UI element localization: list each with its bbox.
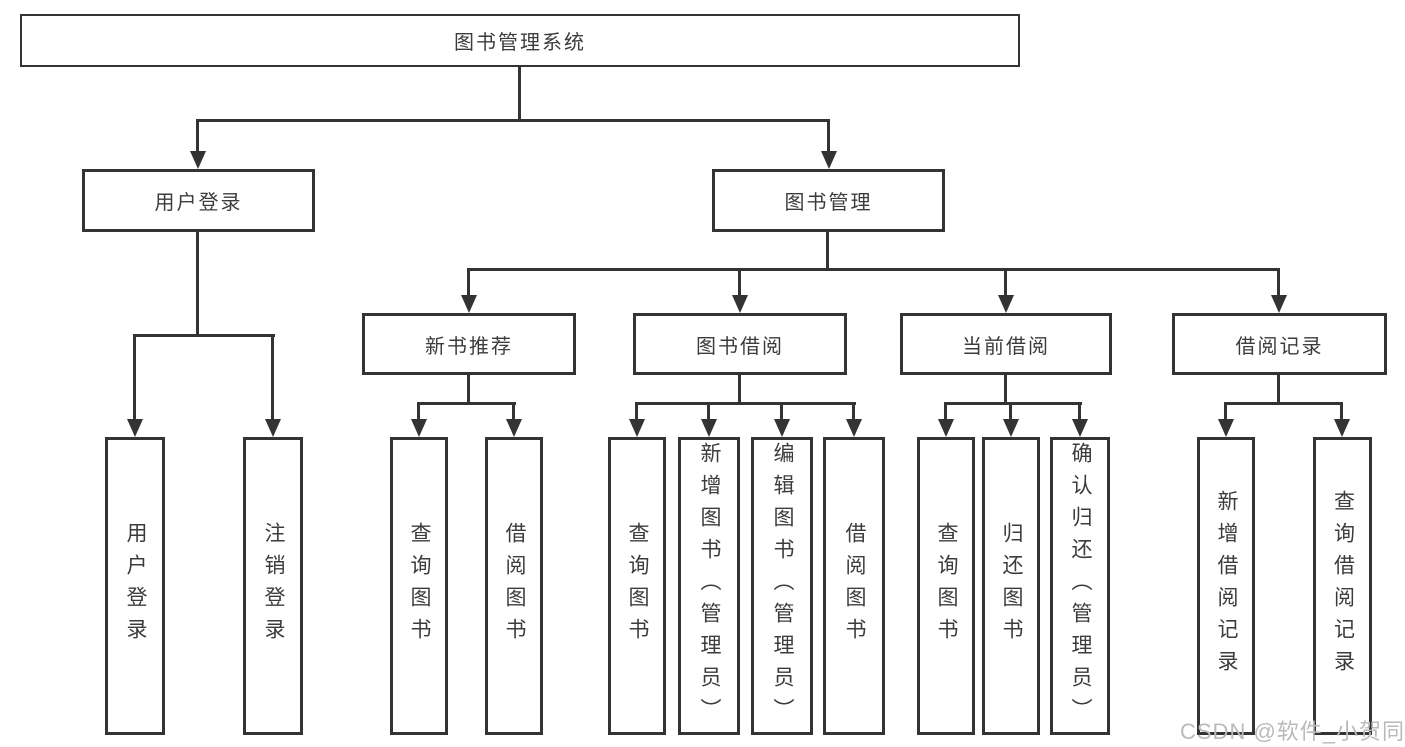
leaf-borrow-books: 借阅图书 <box>823 437 885 735</box>
connector-to-book-borrow <box>738 268 741 296</box>
connector-to-new-book-rec <box>467 268 470 296</box>
node-new-book-rec: 新书推荐 <box>362 313 576 375</box>
connector-to-leaf <box>944 402 947 420</box>
arrow-down-icon <box>506 419 522 437</box>
connector-to-leaf <box>1224 402 1227 420</box>
connector-borrow-records-stem <box>1277 375 1280 404</box>
connector-root-branch <box>196 119 830 122</box>
leaf-return-books-label: 归还图书 <box>1000 522 1024 650</box>
node-borrow-records-label: 借阅记录 <box>1235 335 1324 358</box>
connector-to-leaf <box>780 402 783 420</box>
node-book-borrow: 图书借阅 <box>633 313 847 375</box>
leaf-query-borrow-record: 查询借阅记录 <box>1313 437 1372 735</box>
connector-to-borrow-records <box>1277 268 1280 296</box>
node-new-book-rec-label: 新书推荐 <box>425 335 513 358</box>
leaf-borrow-books-label: 借阅图书 <box>843 522 867 650</box>
leaf-current-query-books: 查询图书 <box>917 437 975 735</box>
connector-to-leaf <box>271 334 274 420</box>
connector-to-leaf <box>635 402 638 420</box>
arrow-down-icon <box>774 419 790 437</box>
node-current-borrow-label: 当前借阅 <box>962 335 1050 358</box>
connector-to-leaf <box>707 402 710 420</box>
connector-user-login-branch <box>133 334 275 337</box>
leaf-return-books: 归还图书 <box>982 437 1040 735</box>
arrow-down-icon <box>938 419 954 437</box>
arrow-down-icon <box>1003 419 1019 437</box>
leaf-confirm-return-admin-label: 确认归还（管理员） <box>1069 442 1093 730</box>
connector-to-leaf <box>852 402 855 420</box>
arrow-down-icon <box>411 419 427 437</box>
leaf-borrow-query-books: 查询图书 <box>608 437 666 735</box>
node-current-borrow: 当前借阅 <box>900 313 1112 375</box>
connector-to-user-login <box>196 119 199 152</box>
arrow-down-icon <box>190 151 206 169</box>
arrow-down-icon <box>821 151 837 169</box>
connector-borrow-records-branch <box>1224 402 1343 405</box>
arrow-down-icon <box>461 295 477 313</box>
arrow-down-icon <box>629 419 645 437</box>
arrow-down-icon <box>127 419 143 437</box>
leaf-add-borrow-record-label: 新增借阅记录 <box>1215 490 1239 682</box>
arrow-down-icon <box>1271 295 1287 313</box>
leaf-rec-borrow-books: 借阅图书 <box>485 437 543 735</box>
node-book-mgmt: 图书管理 <box>712 169 945 232</box>
connector-current-borrow-branch <box>944 402 1082 405</box>
leaf-user-login-label: 用户登录 <box>124 522 148 650</box>
leaf-add-borrow-record: 新增借阅记录 <box>1197 437 1255 735</box>
connector-to-current-borrow <box>1004 268 1007 296</box>
leaf-rec-query-books-label: 查询图书 <box>408 522 432 650</box>
leaf-borrow-query-books-label: 查询图书 <box>626 522 650 650</box>
node-system-root-label: 图书管理系统 <box>454 32 586 54</box>
node-book-mgmt-label: 图书管理 <box>784 192 873 214</box>
connector-current-borrow-stem <box>1004 375 1007 404</box>
connector-to-leaf <box>512 402 515 420</box>
leaf-rec-query-books: 查询图书 <box>390 437 448 735</box>
leaf-confirm-return-admin: 确认归还（管理员） <box>1050 437 1110 735</box>
csdn-watermark: CSDN @软件_小贺同学 <box>1180 719 1405 744</box>
arrow-down-icon <box>998 295 1014 313</box>
leaf-logout: 注销登录 <box>243 437 303 735</box>
leaf-user-login: 用户登录 <box>105 437 165 735</box>
node-system-root: 图书管理系统 <box>20 14 1020 67</box>
connector-book-mgmt-stem <box>826 232 829 270</box>
node-user-login-label: 用户登录 <box>154 192 243 214</box>
node-borrow-records: 借阅记录 <box>1172 313 1387 375</box>
connector-user-login-stem <box>196 232 199 336</box>
leaf-logout-label: 注销登录 <box>262 522 286 650</box>
leaf-edit-books-admin: 编辑图书（管理员） <box>751 437 813 735</box>
connector-book-mgmt-branch <box>467 268 1280 271</box>
connector-to-leaf <box>1340 402 1343 420</box>
connector-root-stem <box>518 67 521 121</box>
connector-to-leaf <box>133 334 136 420</box>
connector-new-book-rec-branch <box>417 402 516 405</box>
node-book-borrow-label: 图书借阅 <box>696 335 784 358</box>
arrow-down-icon <box>732 295 748 313</box>
leaf-edit-books-admin-label: 编辑图书（管理员） <box>771 442 795 730</box>
connector-to-leaf <box>417 402 420 420</box>
arrow-down-icon <box>1334 419 1350 437</box>
arrow-down-icon <box>265 419 281 437</box>
arrow-down-icon <box>846 419 862 437</box>
leaf-add-books-admin: 新增图书（管理员） <box>678 437 740 735</box>
leaf-current-query-books-label: 查询图书 <box>935 522 959 650</box>
arrow-down-icon <box>701 419 717 437</box>
leaf-add-books-admin-label: 新增图书（管理员） <box>698 442 722 730</box>
connector-book-borrow-stem <box>738 375 741 404</box>
arrow-down-icon <box>1072 419 1088 437</box>
connector-to-book-mgmt <box>827 119 830 152</box>
connector-to-leaf <box>1009 402 1012 420</box>
node-user-login: 用户登录 <box>82 169 315 232</box>
connector-new-book-rec-stem <box>467 375 470 404</box>
connector-book-borrow-branch <box>635 402 856 405</box>
leaf-rec-borrow-books-label: 借阅图书 <box>503 522 527 650</box>
arrow-down-icon <box>1218 419 1234 437</box>
leaf-query-borrow-record-label: 查询借阅记录 <box>1331 490 1355 682</box>
connector-to-leaf <box>1078 402 1081 420</box>
